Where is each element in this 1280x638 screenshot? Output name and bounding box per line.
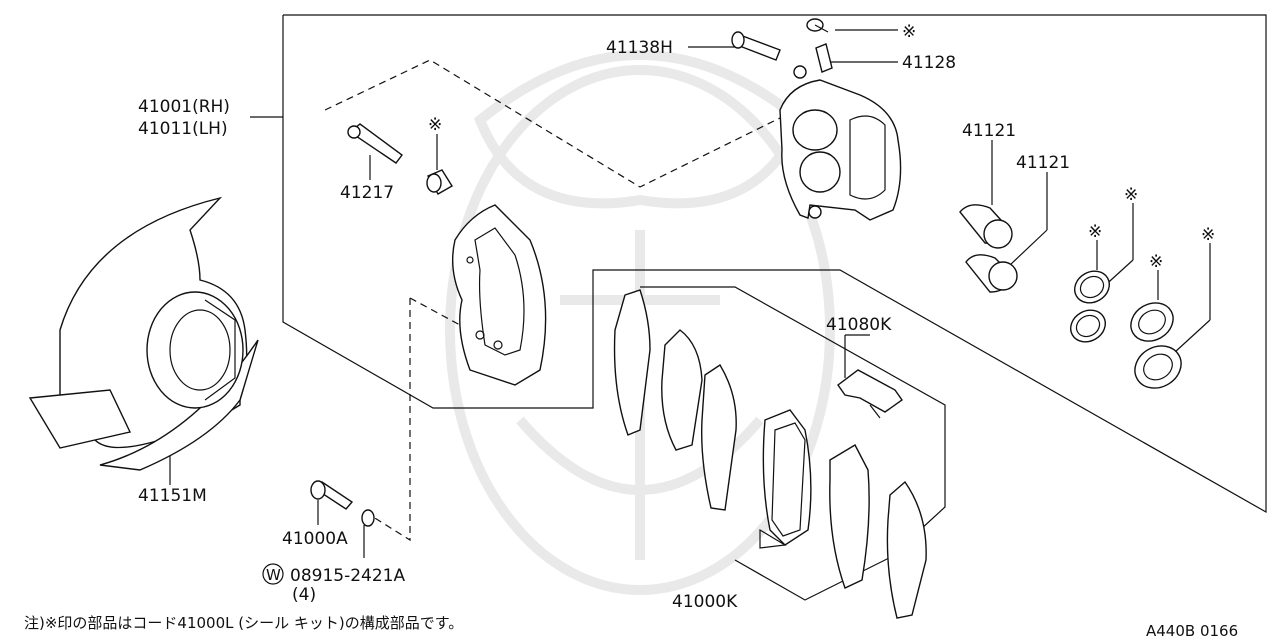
dust-boot-upper-part bbox=[1130, 302, 1174, 342]
caliper-body-part bbox=[779, 65, 902, 221]
label-seal-kit-mark-2: ※ bbox=[1088, 222, 1102, 242]
assembly-boundary-outline bbox=[282, 14, 1267, 514]
piston-upper-part bbox=[959, 204, 1013, 249]
label-assembly-lh: 41011(LH) bbox=[138, 119, 228, 139]
outer-shim-part bbox=[613, 289, 651, 436]
pad-kit-boundary-outline bbox=[640, 286, 946, 531]
label-washer-code: 08915-2421A bbox=[290, 566, 405, 586]
label-seal-kit-mark-boot: ※ bbox=[428, 115, 442, 135]
piston-seal-upper-part bbox=[1074, 270, 1110, 304]
label-pad-retainer-41080k: 41080K bbox=[826, 315, 892, 335]
bolt-41000a-part bbox=[310, 480, 354, 510]
label-washer-qty: (4) bbox=[292, 585, 316, 605]
label-seal-kit-mark-1: ※ bbox=[1124, 185, 1138, 205]
label-bolt-41000a: 41000A bbox=[282, 529, 348, 549]
outer-pad-part bbox=[661, 329, 703, 451]
label-washer-w: W bbox=[266, 566, 281, 584]
label-bolt-41138h: 41138H bbox=[606, 38, 673, 58]
inner-shim-part bbox=[701, 364, 737, 511]
dust-boot-lower-part bbox=[1134, 345, 1182, 389]
dust-shield-part bbox=[28, 196, 259, 471]
label-dust-shield-41151m: 41151M bbox=[138, 486, 207, 506]
pad-kit-boundary-lower bbox=[734, 539, 926, 601]
piston-lower-part bbox=[965, 254, 1018, 293]
label-seal-kit-mark-3: ※ bbox=[1149, 252, 1163, 272]
inner-pad-part bbox=[759, 409, 812, 549]
inner-pad-2-part bbox=[829, 444, 870, 589]
label-bleeder-41128: 41128 bbox=[902, 53, 956, 73]
label-assembly-rh: 41001(RH) bbox=[138, 97, 230, 117]
pad-retainer-clip-part bbox=[837, 369, 903, 419]
label-seal-kit-mark-4: ※ bbox=[1201, 225, 1215, 245]
bleeder-screw-part bbox=[815, 43, 833, 73]
leader-lines bbox=[169, 29, 1211, 558]
label-pad-kit-41000k: 41000K bbox=[672, 592, 738, 612]
bleeder-cap-part bbox=[806, 18, 829, 33]
pin-boot-part bbox=[426, 169, 453, 195]
dashed-guide-bracket bbox=[369, 298, 411, 542]
dashed-guide-bracket-2 bbox=[409, 297, 461, 326]
footnote-seal-kit: 注)※印の部品はコード41000L (シール キット)の構成部品です。 bbox=[24, 614, 463, 632]
diagram-code: A440B 0166 bbox=[1146, 622, 1238, 638]
washer-part bbox=[361, 509, 375, 527]
caliper-bracket-part bbox=[452, 204, 547, 386]
outer-shim-2-part bbox=[886, 480, 927, 619]
bolt-41138h-part bbox=[731, 31, 781, 61]
guide-pin-part bbox=[347, 123, 403, 164]
piston-seal-lower-part bbox=[1070, 309, 1106, 343]
label-piston-41121-b: 41121 bbox=[1016, 153, 1070, 173]
label-guide-pin-41217: 41217 bbox=[340, 183, 394, 203]
washer-code-circle bbox=[262, 563, 284, 585]
label-piston-41121-a: 41121 bbox=[962, 121, 1016, 141]
label-seal-kit-mark-top: ※ bbox=[902, 22, 916, 42]
